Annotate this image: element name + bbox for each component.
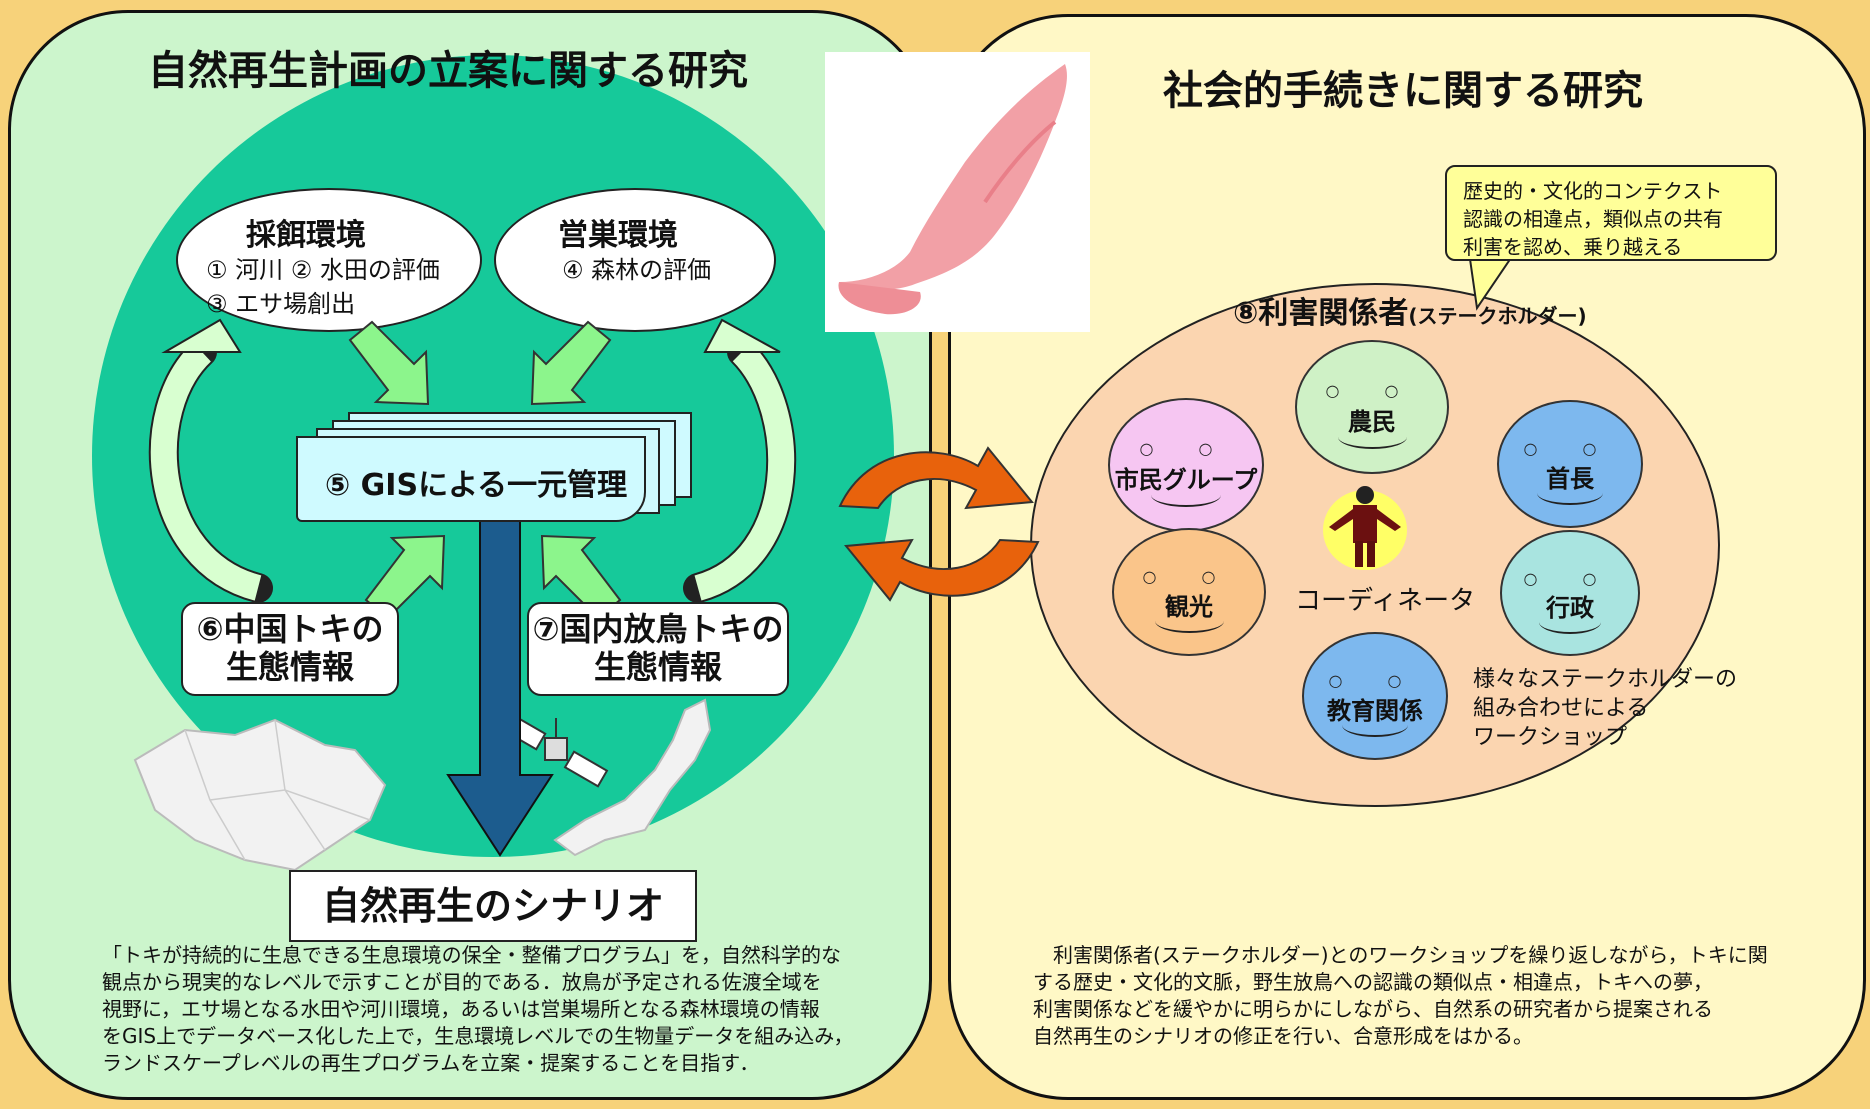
right-desc-line: 自然再生のシナリオの修正を行い、合意形成をはかる。: [1033, 1024, 1533, 1048]
nesting-title: 営巣環境: [558, 218, 678, 253]
stakeholder-heading: ⑧利害関係者(ステークホルダー): [1233, 288, 1587, 332]
feeding-line2: ③ エサ場創出: [206, 290, 356, 318]
china-line1: ⑥中国トキの: [196, 610, 384, 648]
nesting-line1: ④ 森林の評価: [562, 256, 712, 284]
domestic-line2: 生態情報: [593, 648, 722, 686]
workshop-line: 組み合わせによる: [1473, 696, 1649, 721]
ibis-illustration: [825, 52, 1090, 332]
stakeholder-main: ⑧利害関係者: [1233, 296, 1409, 331]
feeding-title: 採餌環境: [246, 218, 366, 253]
feeding-environment: 採餌環境 ① 河川 ② 水田の評価 ③ エサ場創出: [176, 188, 482, 332]
scenario-box: 自然再生のシナリオ: [289, 870, 697, 942]
right-title: 社会的手続きに関する研究: [1163, 68, 1643, 114]
cycle-arrows: [838, 446, 1040, 602]
face-education: ○ ○ 教育関係: [1302, 632, 1448, 760]
domestic-line1: ⑦国内放鳥トキの: [532, 610, 784, 648]
right-desc-line: 利害関係などを緩やかに明らかにしながら、自然系の研究者から提案される: [1033, 997, 1713, 1021]
left-desc-line: 視野に，エサ場となる水田や河川環境，あるいは営巣場所となる森林環境の情報: [102, 997, 820, 1021]
nesting-environment: 営巣環境 ④ 森林の評価: [494, 188, 776, 332]
workshop-text: 様々なステークホルダーの 組み合わせによる ワークショップ: [1473, 665, 1737, 752]
left-desc-line: 観点から現実的なレベルで示すことが目的である．放鳥が予定される佐渡全域を: [102, 970, 822, 994]
feeding-line1: ① 河川 ② 水田の評価: [206, 256, 440, 284]
callout-line: 認識の相違点，類似点の共有: [1463, 207, 1723, 231]
face-tourism: ○ ○ 観光: [1112, 528, 1266, 656]
gis-label: ⑤ GISによる一元管理: [324, 468, 628, 503]
flow-arrows: [148, 318, 797, 620]
face-farmer: ○ ○ 農民: [1295, 340, 1449, 474]
left-desc-line: ランドスケープレベルの再生プログラムを立案・提案することを目指す．: [102, 1051, 760, 1075]
right-desc-line: する歴史・文化的文脈，野生放鳥への認識の類似点・相違点，トキへの夢，: [1033, 970, 1713, 994]
face-citizen-group: ○ ○ 市民グループ: [1108, 398, 1264, 532]
left-title: 自然再生計画の立案に関する研究: [148, 48, 748, 94]
callout-line: 利害を認め、乗り越える: [1463, 235, 1683, 259]
callout-box: 歴史的・文化的コンテクスト 認識の相違点，類似点の共有 利害を認め、乗り越える: [1445, 165, 1777, 261]
map-illustration: [133, 698, 712, 872]
workshop-line: 様々なステークホルダーの: [1473, 667, 1738, 692]
face-mayor: ○ ○ 首長: [1497, 400, 1643, 528]
china-ibis-info: ⑥中国トキの 生態情報: [181, 602, 399, 696]
coordinator-label: コーディネータ: [1295, 586, 1476, 616]
left-description: 「トキが持続的に生息できる生息環境の保全・整備プログラム」を，自然科学的な 観点…: [102, 942, 854, 1077]
satellite-icon: [505, 715, 609, 788]
coordinator-person-icon: [1323, 486, 1407, 570]
stakeholder-sub: (ステークホルダー): [1408, 304, 1587, 328]
workshop-line: ワークショップ: [1473, 725, 1628, 750]
face-administration: ○ ○ 行政: [1500, 530, 1640, 656]
right-description: 利害関係者(ステークホルダー)とのワークショップを繰り返しながら，トキに関 する…: [1033, 942, 1768, 1050]
scenario-title: 自然再生のシナリオ: [321, 884, 664, 928]
left-desc-line: 「トキが持続的に生息できる生息環境の保全・整備プログラム」を，自然科学的な: [102, 943, 841, 967]
right-desc-line: 利害関係者(ステークホルダー)とのワークショップを繰り返しながら，トキに関: [1053, 943, 1768, 967]
scenario-down-arrow: [446, 515, 554, 857]
left-desc-line: をGIS上でデータベース化した上で，生息環境レベルでの生物量データを組み込み，: [102, 1024, 854, 1048]
callout-line: 歴史的・文化的コンテクスト: [1463, 179, 1723, 203]
china-line2: 生態情報: [225, 648, 354, 686]
gis-stack: ⑤ GISによる一元管理: [296, 412, 716, 522]
domestic-ibis-info: ⑦国内放鳥トキの 生態情報: [527, 602, 789, 696]
